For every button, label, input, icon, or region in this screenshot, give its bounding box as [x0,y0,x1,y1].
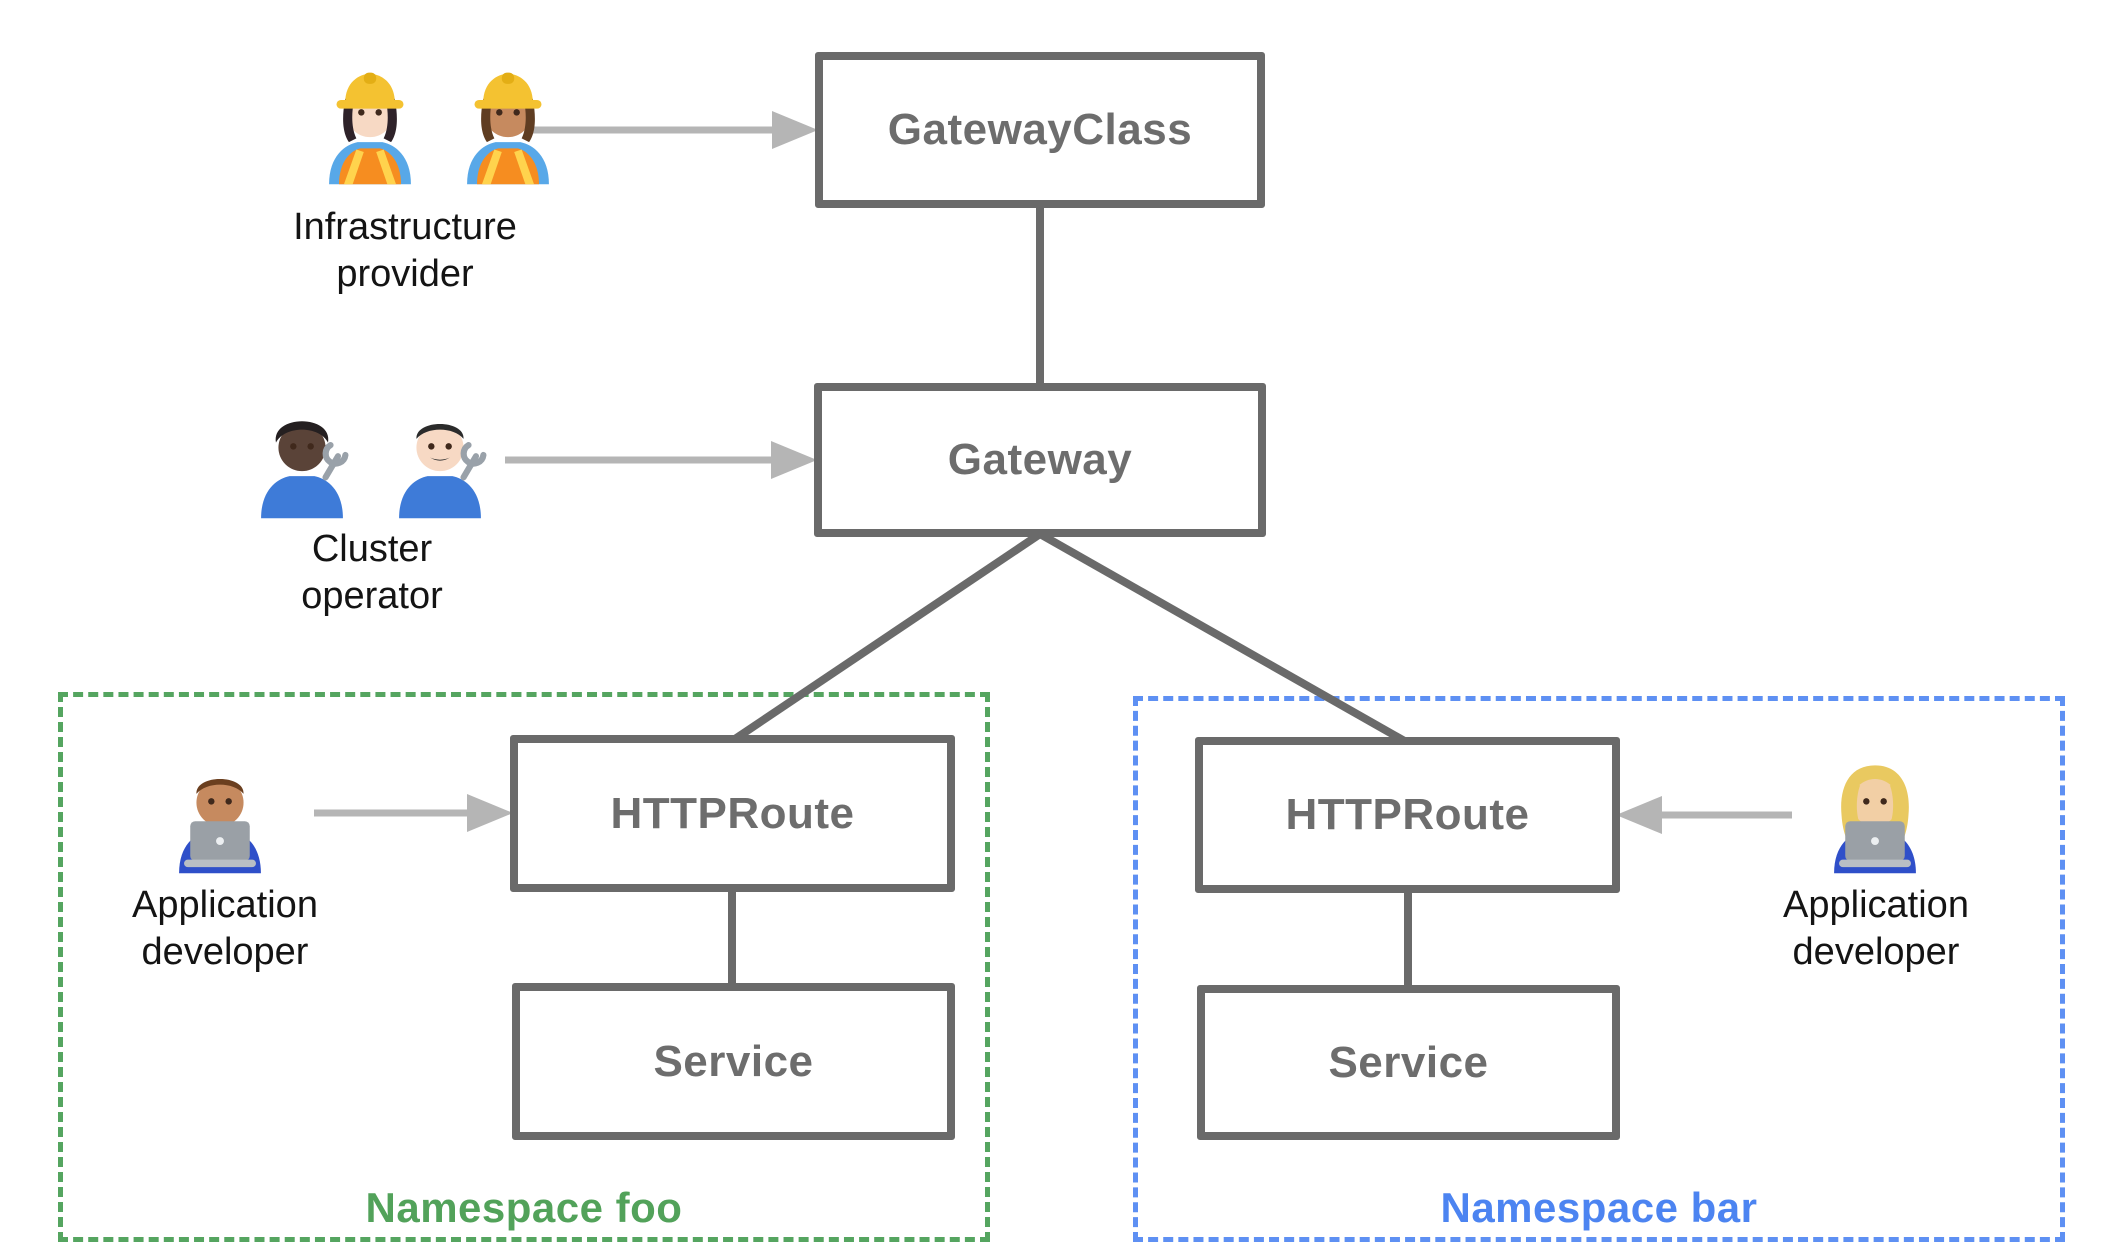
node-gateway: Gateway [814,383,1266,537]
connector-gateway-httproute-bar [1038,530,1410,747]
node-gatewayclass: GatewayClass [815,52,1265,208]
node-service-bar-label: Service [1328,1037,1489,1087]
mechanic-dark-skin-icon [240,398,364,522]
node-gatewayclass-label: GatewayClass [887,105,1193,154]
application-developer-foo-figures [158,753,282,877]
arrow-infra-to-gatewayclass-head [772,111,818,149]
arrow-devbar-to-httproute-head [1616,796,1662,834]
node-service-foo: Service [512,983,955,1140]
namespace-foo-region [58,692,990,1242]
application-developer-foo-label: Application developer [132,884,318,973]
node-httproute-bar: HTTPRoute [1195,737,1620,893]
node-httproute-foo: HTTPRoute [510,735,955,892]
arrow-cluster-to-gateway-head [771,441,817,479]
man-mechanic-light-skin-icon [378,398,502,522]
node-httproute-bar-label: HTTPRoute [1285,790,1530,839]
infrastructure-provider-figures [308,64,570,188]
woman-construction-worker-medium-skin-icon [446,64,570,188]
arrow-devfoo-to-httproute-head [467,794,513,832]
application-developer-bar-label: Application developer [1783,884,1969,973]
node-service-bar: Service [1197,985,1620,1140]
cluster-operator-label: Cluster operator [301,528,443,617]
node-httproute-foo-label: HTTPRoute [610,788,855,838]
node-gateway-label: Gateway [947,435,1133,484]
cluster-operator-figures [240,398,502,522]
namespace-foo-label: Namespace foo [365,1184,683,1231]
node-service-foo-label: Service [653,1036,814,1086]
woman-construction-worker-light-skin-icon [308,64,432,188]
namespace-bar-region [1133,696,2065,1242]
connector-gateway-httproute-foo [729,530,1043,745]
man-technologist-medium-skin-icon [158,753,282,877]
namespace-bar-label: Namespace bar [1440,1184,1758,1231]
woman-technologist-blonde-icon [1813,753,1937,877]
infrastructure-provider-label: Infrastructure provider [293,206,517,295]
application-developer-bar-figures [1813,753,1937,877]
